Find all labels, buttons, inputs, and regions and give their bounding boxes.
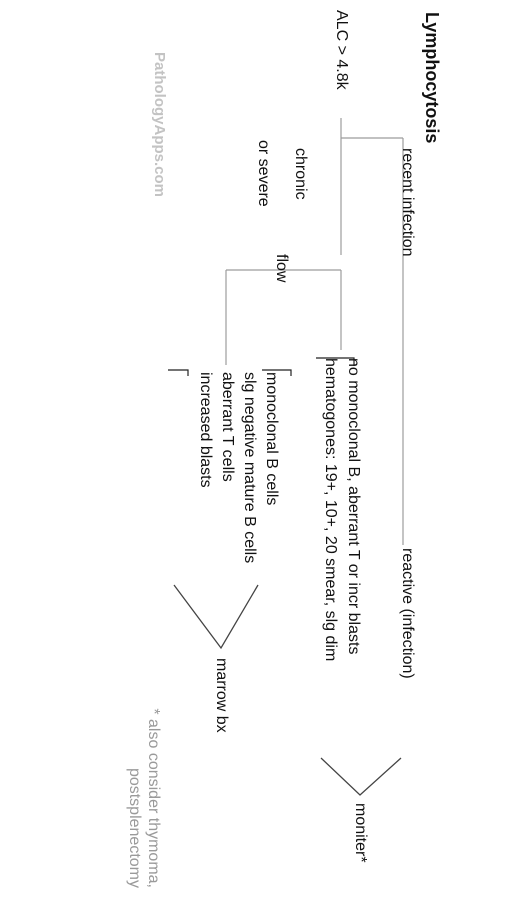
watermark: PathologyApps.com [151,52,168,198]
abnormal-line-2: slg negative mature B cells [241,372,258,564]
chronic-label: chronic [292,148,309,200]
flow-label: flow [273,254,290,283]
abnormal-bracket-bottom [168,369,189,376]
abnormal-line-3: aberrant T cells [219,372,236,482]
diagram-title: Lymphocytosis [422,12,442,144]
footnote-line-2: postsplenectomy [126,767,143,888]
reactive-label: reactive (infection) [399,548,416,679]
abnormal-line-4: increased blasts [197,372,214,488]
footnote-line-1: * also consider thymoma, [145,708,162,888]
abnormal-line-1: monoclonal B cells [263,372,280,506]
no-clonal-line-1: no monoclonal B, aberrant T or incr blas… [345,358,362,655]
footnote: * also consider thymoma, postsplenectomy [125,708,163,888]
abnormal-bracket-top [262,369,292,376]
moniter-chevron [320,757,402,796]
no-clonal-line-2: hematogones: 19+, 10+, 20 smear, slg dim [322,358,339,662]
marrow-chevron [173,584,259,650]
alc-threshold-label: ALC > 4.8k [333,10,350,90]
marrow-bx-label: marrow bx [213,658,230,733]
or-severe-label: or severe [255,140,272,207]
moniter-label: moniter* [352,803,369,863]
no-clonal-bracket [316,357,355,366]
recent-infection-label: recent infection [399,148,416,257]
